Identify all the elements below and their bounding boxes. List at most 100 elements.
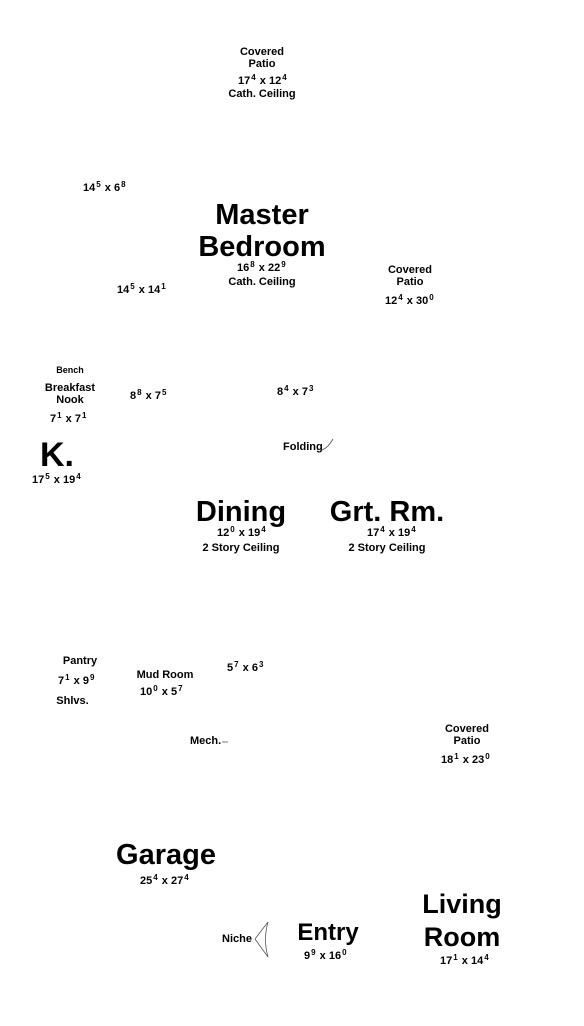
dim-b-sup: 4 — [282, 73, 287, 82]
dim-separator: x — [292, 386, 299, 398]
room-name-line-1: Living — [422, 889, 502, 919]
great-room-label: Grt. Rm. — [329, 496, 445, 528]
dim-b-sup: 5 — [161, 388, 167, 397]
dim-a-sup: 4 — [251, 73, 256, 82]
dim-separator: x — [73, 675, 80, 687]
dim-b-sup: 3 — [258, 660, 264, 669]
small-room-top-left-dimensions: 145 x 68 — [83, 180, 127, 194]
dim-b-sup: 9 — [89, 673, 95, 682]
dim-a-sup: 1 — [453, 953, 458, 962]
shelves-label: Shlvs. — [56, 695, 89, 707]
kitchen-dimensions: 175 x 194 — [32, 472, 82, 486]
room-name-line-1: Breakfast — [44, 382, 96, 394]
covered-patio-right-dimensions: 124 x 300 — [385, 293, 435, 307]
dim-a: 5 — [227, 662, 234, 674]
dim-separator: x — [161, 686, 168, 698]
dim-separator: x — [104, 182, 111, 194]
dim-b: 6 — [251, 662, 258, 674]
dim-b: 9 — [82, 675, 89, 687]
dim-b: 22 — [267, 262, 281, 274]
dim-b: 14 — [147, 284, 161, 296]
covered-patio-bottom-dimensions: 181 x 230 — [441, 752, 491, 766]
dim-separator: x — [258, 262, 265, 274]
room-name-line-2: Nook — [56, 393, 84, 406]
dim-b-sup: 4 — [261, 525, 266, 534]
room-name-line-2: Patio — [453, 734, 481, 747]
dim-a-sup: 8 — [250, 260, 255, 269]
room-name-line-1: Covered — [239, 46, 285, 58]
covered-patio-right-label: Covered Patio — [370, 264, 450, 288]
dim-b: 30 — [415, 295, 429, 307]
dim-b: 14 — [470, 955, 484, 967]
dining-note: 2 Story Ceiling — [202, 542, 280, 554]
great-room-dimensions: 174 x 194 — [367, 525, 417, 539]
covered-patio-bottom-label: Covered Patio — [427, 723, 507, 747]
living-room-dimensions: 171 x 144 — [440, 953, 490, 967]
breakfast-nook-label: Breakfast Nook — [30, 382, 110, 406]
mech-label: Mech. — [190, 735, 222, 747]
dim-a: 14 — [83, 182, 96, 194]
dim-b: 19 — [247, 527, 261, 539]
dim-b: 16 — [328, 950, 342, 962]
mud-room-label: Mud Room — [136, 669, 194, 681]
dim-b-sup: 4 — [76, 472, 81, 481]
entry-label: Entry — [297, 919, 359, 946]
dining-label: Dining — [195, 496, 287, 528]
niche-door-icon — [254, 921, 269, 958]
dining-dimensions: 120 x 194 — [217, 525, 267, 539]
master-bedroom-dimensions: 168 x 229 — [237, 260, 287, 274]
dim-a-sup: 4 — [380, 525, 385, 534]
room-name-line-2: Room — [423, 922, 501, 952]
dim-separator: x — [145, 390, 152, 402]
dim-b: 7 — [301, 386, 308, 398]
closet-a-dimensions: 88 x 75 — [130, 388, 167, 402]
dim-separator: x — [138, 284, 145, 296]
dim-separator: x — [242, 662, 249, 674]
room-name-line-2: Patio — [396, 275, 424, 288]
dim-a-sup: 4 — [398, 293, 403, 302]
dim-a-sup: 0 — [230, 525, 235, 534]
dim-b: 19 — [397, 527, 411, 539]
dim-b-sup: 0 — [429, 293, 434, 302]
dim-b: 7 — [74, 413, 81, 425]
great-room-note: 2 Story Ceiling — [348, 542, 426, 554]
dim-b: 12 — [268, 75, 282, 87]
dim-separator: x — [406, 295, 413, 307]
living-room-label: Living Room — [400, 888, 524, 954]
pantry-label: Pantry — [62, 655, 98, 667]
room-name-line-2: Patio — [248, 57, 276, 70]
dim-a: 7 — [58, 675, 65, 687]
dim-a: 25 — [140, 875, 153, 887]
dim-a: 8 — [277, 386, 284, 398]
dim-a-sup: 5 — [96, 180, 101, 189]
dim-a-sup: 1 — [57, 411, 62, 420]
dim-separator: x — [461, 955, 468, 967]
dim-b: 23 — [471, 754, 485, 766]
door-swing-icon — [321, 438, 334, 451]
dim-separator: x — [65, 413, 72, 425]
dim-a-sup: 0 — [153, 684, 158, 693]
dim-b: 6 — [113, 182, 121, 194]
dim-b-sup: 8 — [121, 180, 126, 189]
dim-b-sup: 4 — [411, 525, 416, 534]
dim-b: 27 — [170, 875, 184, 887]
dim-a-sup: 4 — [153, 873, 158, 882]
breakfast-nook-dimensions: 71 x 71 — [50, 411, 87, 425]
covered-patio-top-dimensions: 174 x 124 — [238, 73, 288, 87]
dim-b: 5 — [170, 686, 178, 698]
dim-a: 17 — [367, 527, 380, 539]
dim-a: 10 — [140, 686, 153, 698]
dim-a: 12 — [385, 295, 398, 307]
dim-a: 17 — [238, 75, 251, 87]
dim-a-sup: 5 — [130, 282, 135, 291]
kitchen-label: K. — [40, 436, 74, 474]
dim-b-sup: 4 — [184, 873, 189, 882]
dim-a-sup: 4 — [284, 384, 289, 393]
small-room-mid-dimensions: 57 x 63 — [227, 660, 264, 674]
dim-a: 18 — [441, 754, 454, 766]
dim-a: 8 — [130, 390, 137, 402]
niche-label: Niche — [222, 933, 252, 945]
dim-separator: x — [388, 527, 395, 539]
bench-label: Bench — [56, 365, 84, 375]
dim-a: 17 — [32, 474, 45, 486]
